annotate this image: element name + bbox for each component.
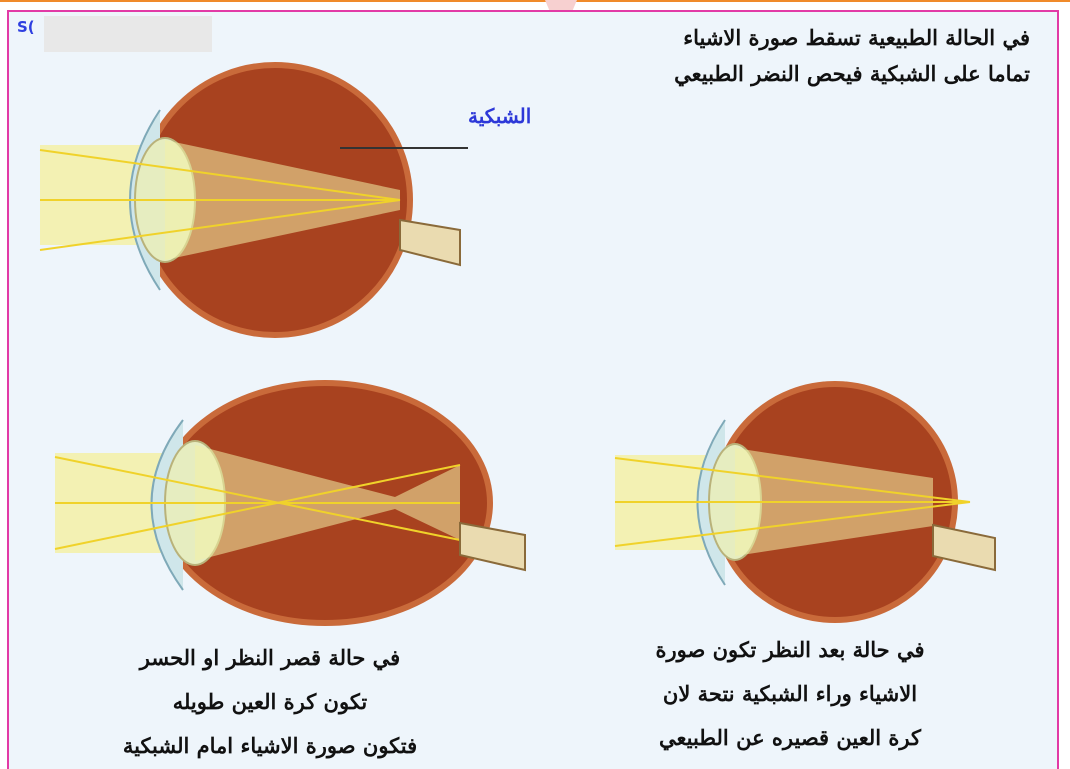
retina-label: الشبكية bbox=[468, 104, 531, 128]
caption-line: في حالة بعد النظر تكون صورة bbox=[600, 628, 980, 672]
caption-line: في الحالة الطبيعية تسقط صورة الاشياء bbox=[530, 20, 1030, 56]
caption-line: كرة العين قصيره عن الطبيعي bbox=[600, 716, 980, 760]
caption-line: الاشياء وراء الشبكية نتحة لان bbox=[600, 672, 980, 716]
corner-label: S( bbox=[17, 18, 35, 36]
caption-line: في حالة قصر النظر او الحسر bbox=[60, 636, 480, 680]
optic-nerve bbox=[400, 220, 460, 265]
normal-eye-diagram bbox=[40, 70, 470, 350]
redacted-area bbox=[44, 16, 212, 52]
myopia-caption: في حالة قصر النظر او الحسر تكون كرة العي… bbox=[60, 636, 480, 768]
normal-vision-caption: في الحالة الطبيعية تسقط صورة الاشياء تما… bbox=[530, 20, 1030, 92]
caption-line: تكون كرة العين طويله bbox=[60, 680, 480, 724]
hyperopic-eye-diagram bbox=[615, 370, 1005, 640]
caption-line: فتكون صورة الاشياء امام الشبكية bbox=[60, 724, 480, 768]
top-border-line bbox=[0, 0, 1070, 2]
myopic-eye-diagram bbox=[55, 365, 535, 645]
caption-line: تماما على الشبكية فيحص النضر الطبيعي bbox=[530, 56, 1030, 92]
optic-nerve bbox=[933, 525, 995, 570]
hyperopia-caption: في حالة بعد النظر تكون صورة الاشياء وراء… bbox=[600, 628, 980, 760]
